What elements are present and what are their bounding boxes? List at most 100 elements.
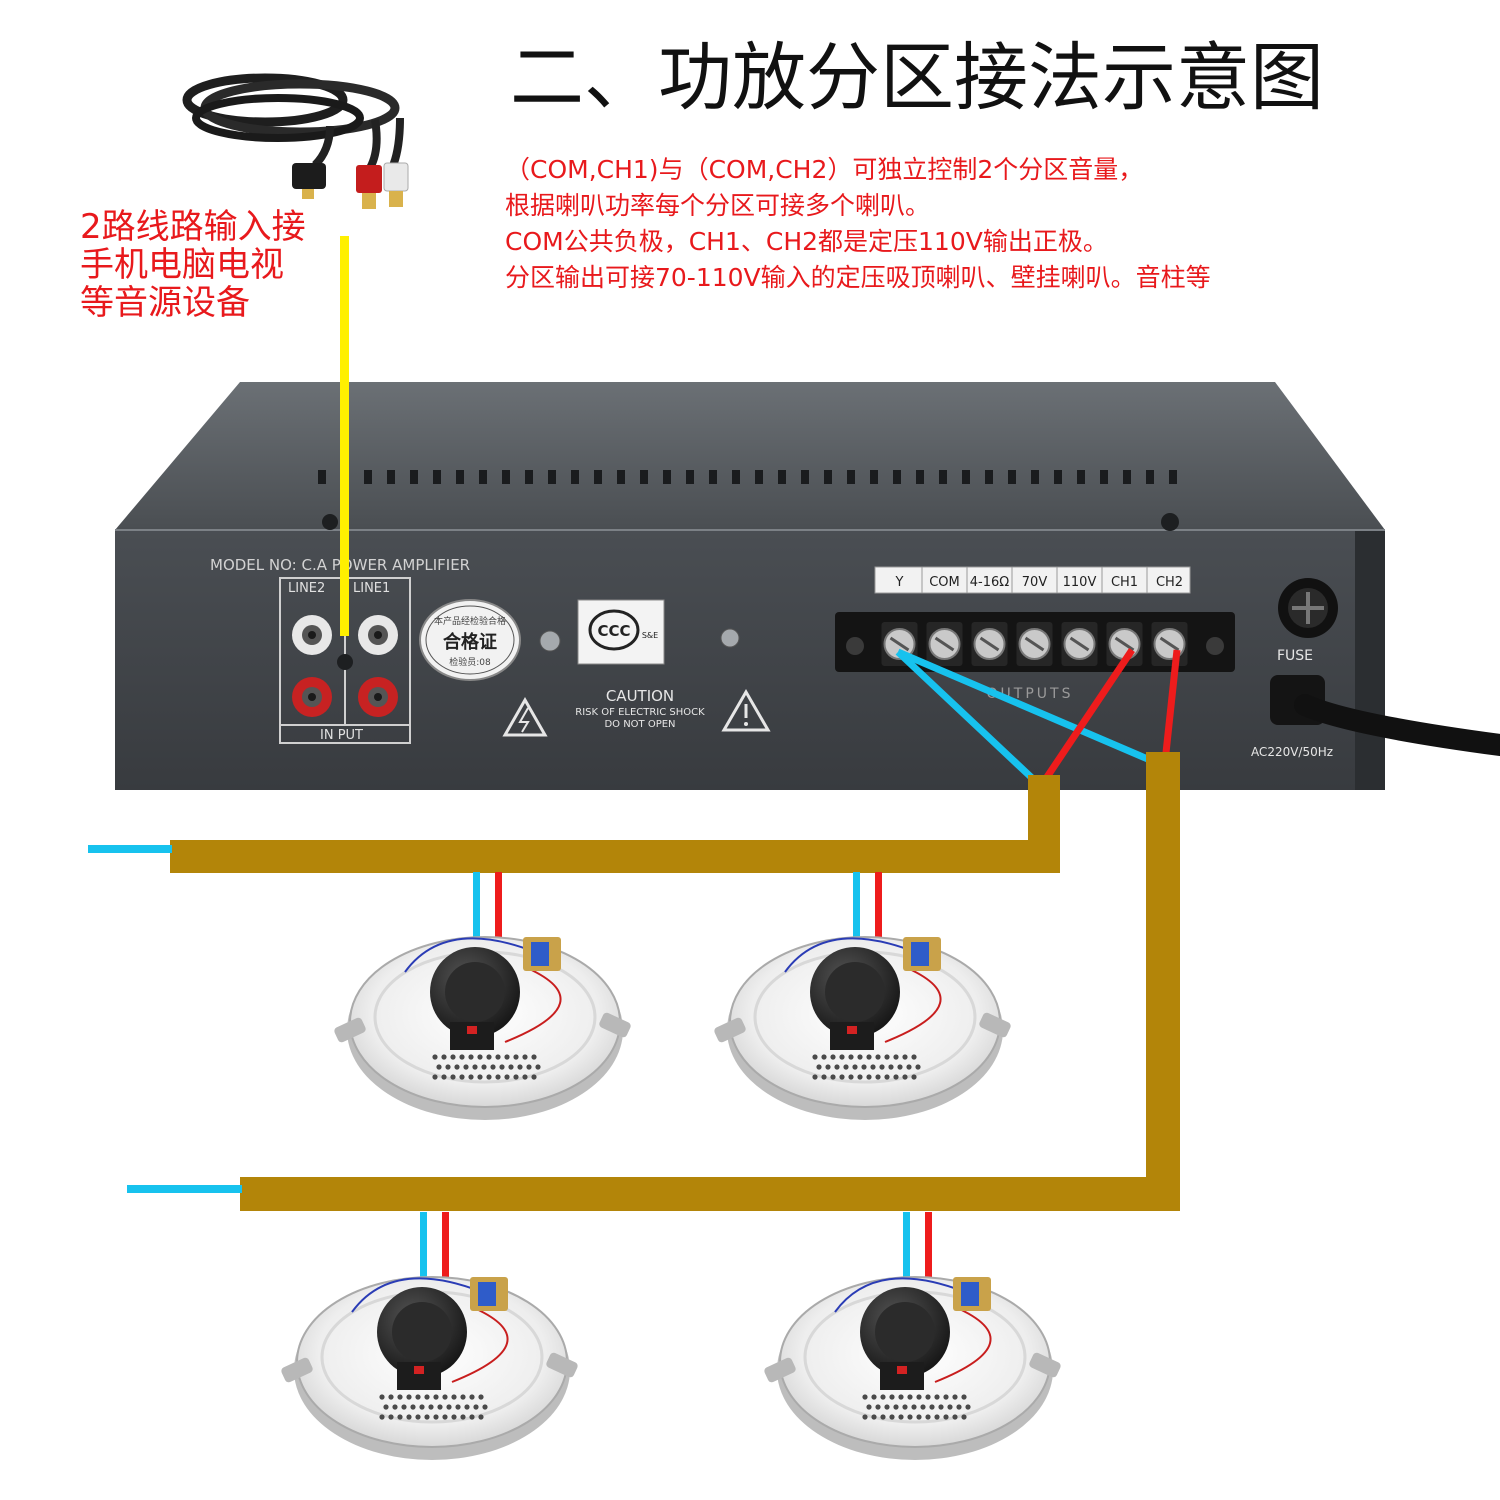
vent-slot [594,470,602,484]
cert-main-text: 合格证 [443,631,497,653]
notes-block: （COM,CH1)与（COM,CH2）可独立控制2个分区音量， 根据喇叭功率每个… [505,152,1490,296]
vent-slot [479,470,487,484]
terminal-screw[interactable] [926,622,963,666]
page-title: 二、功放分区接法示意图 [510,35,1324,121]
vent-slot [962,470,970,484]
line1-label: LINE1 [353,581,390,596]
zone1-ch1-wire [1042,648,1135,782]
vent-slot [663,470,671,484]
power-label: AC220V/50Hz [1251,745,1333,759]
note-line-3: COM公共负极，CH1、CH2都是定压110V输出正极。 [505,227,1108,256]
cert-top-text: 本产品经检验合格 [434,615,506,627]
vent-slot [824,470,832,484]
vent-slot [778,470,786,484]
ccc-sub-text: S&E [642,631,658,640]
power-cord [1294,694,1500,756]
vent-slot [1100,470,1108,484]
cable-trunk-zone1 [88,775,1060,873]
ceiling-speaker-icon [281,1212,578,1460]
rca-cable-icon [182,73,409,209]
vent-slot [410,470,418,484]
rca-jack-red-line2[interactable] [292,677,332,717]
zone2-com-wire [896,648,1152,764]
terminal-label: 110V [1063,575,1097,590]
rca-jack-red-line1[interactable] [358,677,398,717]
ceiling-speaker-icon [334,872,631,1120]
vent-slot [1169,470,1177,484]
source-label-line-3: 等音源设备 [80,283,250,323]
note-line-1: （COM,CH1)与（COM,CH2）可独立控制2个分区音量， [505,155,1144,184]
note-line-2: 根据喇叭功率每个分区可接多个喇叭。 [505,191,931,220]
vent-slot [732,470,740,484]
line2-label: LINE2 [288,581,325,596]
vent-slot [985,470,993,484]
warning-triangle-icon [502,696,548,737]
vent-slot [571,470,579,484]
terminal-screw[interactable] [1016,622,1053,666]
fuse-label: FUSE [1277,648,1313,664]
vent-slot [870,470,878,484]
caution-line-2: DO NOT OPEN [604,719,675,730]
vent-slot [1008,470,1016,484]
terminal-screw[interactable] [1151,622,1188,666]
vent-slot [525,470,533,484]
vent-slot [640,470,648,484]
vent-slot [893,470,901,484]
rca-jack-white-line1[interactable] [358,615,398,655]
vent-slot [1146,470,1154,484]
ceiling-speaker-icon [714,872,1011,1120]
caution-line-1: RISK OF ELECTRIC SHOCK [575,707,705,718]
vent-slot [709,470,717,484]
screw [1161,513,1179,531]
terminal-label: 70V [1022,575,1048,590]
certificate-label: 本产品经检验合格 合格证 检验员:08 [419,599,521,681]
vent-slot [801,470,809,484]
vent-slot [502,470,510,484]
screw [322,514,338,530]
source-label-line-2: 手机电脑电视 [80,245,284,285]
fuse-holder-icon[interactable] [1278,578,1338,638]
chassis-top [115,382,1385,530]
vent-slot [1054,470,1062,484]
terminal-label: CH2 [1156,575,1183,590]
input-label: IN PUT [320,728,363,743]
terminal-label: COM [929,575,960,590]
note-line-4: 分区输出可接70-110V输入的定压吸顶喇叭、壁挂喇叭。音柱等 [505,263,1211,292]
zone1-com-wire [895,649,1035,781]
terminal-screw[interactable] [1061,622,1098,666]
ccc-mark: CCC S&E [577,599,665,665]
vent-slot [387,470,395,484]
warning-triangle-icon [721,689,771,732]
ccc-main-text: CCC [597,622,630,640]
vent-slot [364,470,372,484]
vent-slot [755,470,763,484]
vent-slot [916,470,924,484]
vent-slot [1077,470,1085,484]
signal-wire [340,236,349,636]
terminal-label: Y [895,575,904,590]
vent-slot [686,470,694,484]
source-label-line-1: 2路线路输入接 [80,207,306,247]
vent-slot [433,470,441,484]
terminal-label-bar [874,566,1191,594]
vent-slot [939,470,947,484]
vent-slot [318,470,326,484]
terminal-label: CH1 [1111,575,1138,590]
terminal-screw[interactable] [971,622,1008,666]
vent-slot [617,470,625,484]
vent-slots [318,470,1177,484]
zone-output-wires [895,648,1181,782]
chassis-side [1355,530,1385,790]
ceiling-speaker-icon [764,1212,1061,1460]
rca-jack-white-line2[interactable] [292,615,332,655]
vent-slot [847,470,855,484]
vent-slot [456,470,464,484]
line-input-panel: LINE2 LINE1 IN PUT [279,577,411,744]
cable-trunk-zone2 [127,752,1180,1211]
caution-title: CAUTION [606,687,674,705]
vent-slot [548,470,556,484]
